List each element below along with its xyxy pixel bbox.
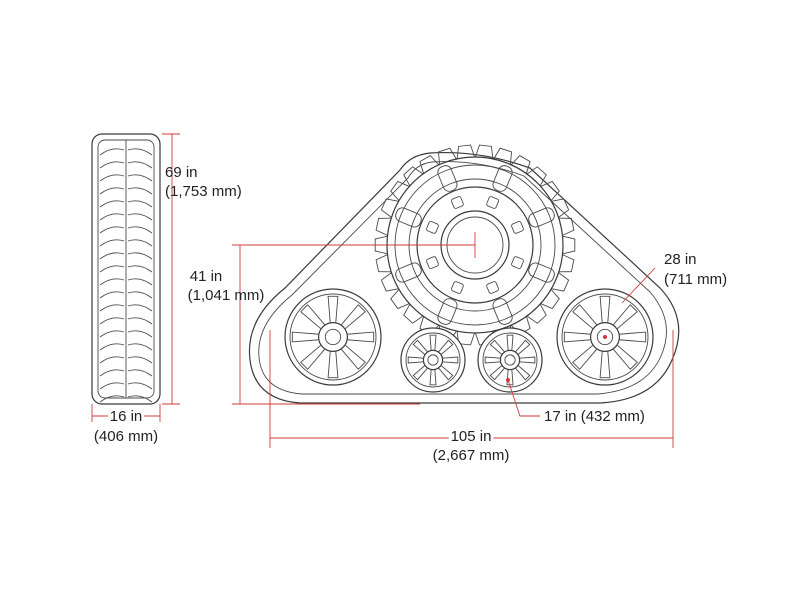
track-assembly: [248, 144, 680, 404]
bogie-leader-line: [507, 379, 540, 417]
track-side-view: [91, 133, 161, 405]
axle-height-imperial-label: 41 in: [190, 268, 223, 285]
front-idler-wheel: [284, 288, 382, 386]
bogie-wheel-right: [477, 327, 543, 393]
wheel-leader-line: [621, 267, 656, 304]
height-metric-label: (1,753 mm): [165, 183, 242, 200]
width-imperial-label: 16 in: [110, 408, 143, 425]
sprocket-windows: [395, 165, 555, 325]
wheel-diameter-imperial-label: 28 in: [664, 251, 697, 268]
length-imperial-label: 105 in: [451, 428, 492, 445]
track-belt-inner: [258, 161, 667, 395]
track-belt: [248, 152, 680, 404]
sprocket-bolts: [426, 196, 524, 294]
dimension-lines: [91, 133, 674, 448]
bogie-wheel-left: [400, 327, 466, 393]
bogie-diameter-label: 17 in (432 mm): [544, 408, 645, 425]
length-metric-label: (2,667 mm): [433, 447, 510, 464]
wheel-diameter-metric-label: (711 mm): [664, 271, 727, 288]
height-imperial-label: 69 in: [165, 164, 198, 181]
axle-height-metric-label: (1,041 mm): [188, 287, 265, 304]
tread-pattern: [99, 148, 153, 403]
dimension-labels: 69 in (1,753 mm) 41 in (1,041 mm) 28 in …: [94, 164, 727, 464]
width-metric-label: (406 mm): [94, 428, 158, 445]
